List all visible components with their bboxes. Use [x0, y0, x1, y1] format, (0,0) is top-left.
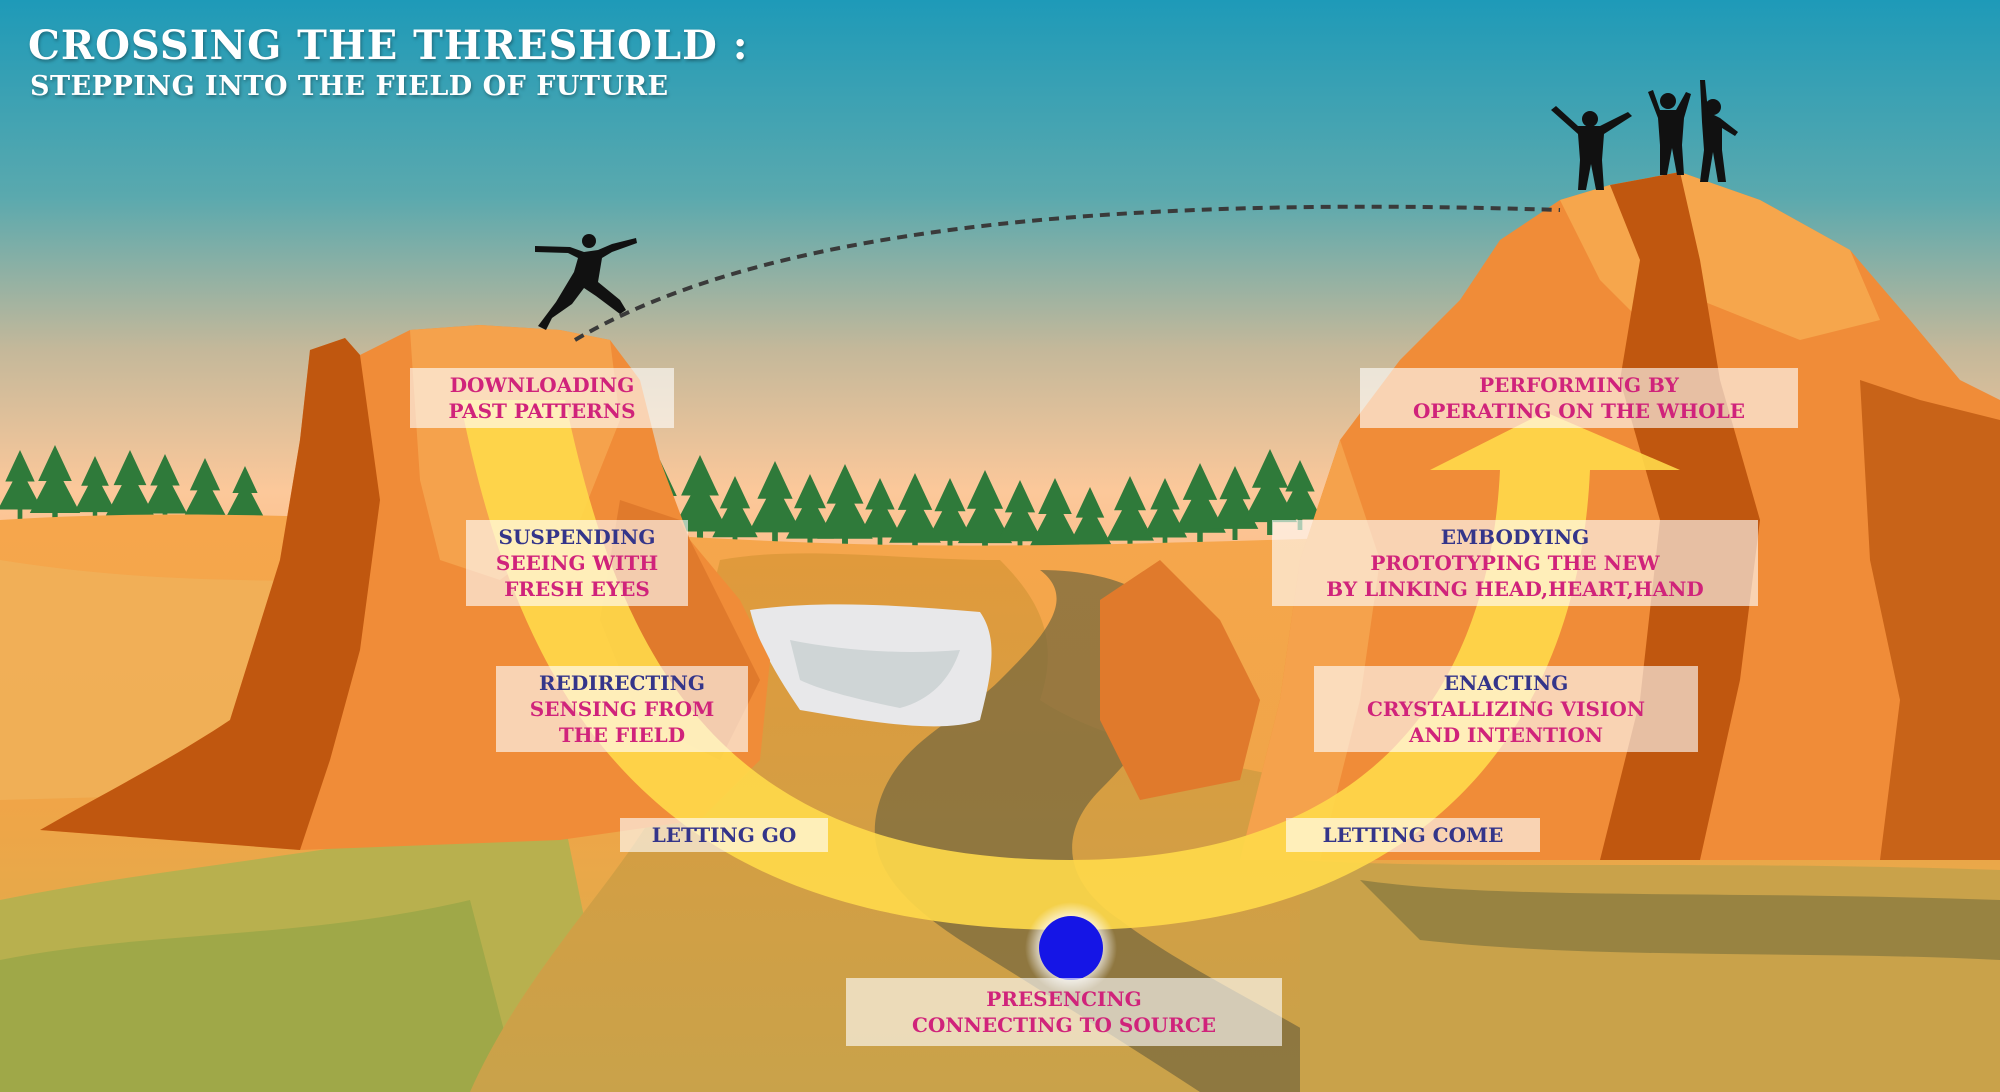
enacting-line2: AND INTENTION: [1408, 723, 1604, 747]
suspending-head: SUSPENDING: [498, 525, 656, 549]
downloading-line1: DOWNLOADING: [449, 373, 635, 397]
label-presencing: PRESENCING CONNECTING TO SOURCE: [846, 978, 1282, 1046]
jumper-silhouette: [535, 234, 637, 330]
pine-tree: [857, 478, 903, 548]
enacting-head: ENACTING: [1443, 671, 1569, 695]
label-letting-come: LETTING COME: [1286, 818, 1540, 852]
right-ledge: [1100, 560, 1260, 800]
pine-tree: [226, 466, 264, 526]
pine-tree: [182, 458, 228, 530]
embodying-head: EMBODYING: [1440, 525, 1590, 549]
pine-tree: [817, 464, 873, 552]
pine-tree: [1106, 476, 1154, 552]
label-downloading: DOWNLOADING PAST PATTERNS: [410, 368, 674, 428]
downloading-line2: PAST PATTERNS: [448, 399, 636, 423]
pine-tree: [997, 480, 1043, 552]
label-embodying: EMBODYING PROTOTYPING THE NEW BY LINKING…: [1272, 520, 1758, 606]
pine-tree: [748, 461, 802, 545]
subtitle: STEPPING INTO THE FIELD OF FUTURE: [30, 71, 669, 102]
pine-tree: [1068, 487, 1112, 555]
label-performing: PERFORMING BY OPERATING ON THE WHOLE: [1360, 368, 1798, 428]
pine-forest: [0, 445, 1323, 558]
grass-left-dark: [0, 900, 520, 1092]
label-redirecting: REDIRECTING SENSING FROM THE FIELD: [496, 666, 748, 752]
performing-line2: OPERATING ON THE WHOLE: [1412, 399, 1746, 423]
embodying-line1: PROTOTYPING THE NEW: [1370, 551, 1660, 575]
label-letting-go: LETTING GO: [620, 818, 828, 852]
pine-tree: [29, 445, 81, 525]
right-water: [1360, 880, 2000, 960]
right-mountain-shadow: [1600, 172, 1760, 860]
presencing-line1: PRESENCING: [986, 987, 1142, 1011]
suspending-line1: SEEING WITH: [495, 551, 659, 575]
embodying-line2: BY LINKING HEAD,HEART,HAND: [1326, 577, 1704, 601]
pine-tree: [1029, 478, 1081, 558]
pine-tree: [142, 454, 188, 524]
u-arrow: [460, 400, 1680, 930]
pine-tree: [712, 476, 758, 548]
lake-shadow: [790, 640, 960, 708]
suspending-line2: FRESH EYES: [504, 577, 650, 601]
title-block: CROSSING THE THRESHOLD : STEPPING INTO T…: [28, 22, 748, 104]
letting-come-text: LETTING COME: [1322, 823, 1504, 847]
pine-tree: [889, 473, 941, 555]
label-suspending: SUSPENDING SEEING WITH FRESH EYES: [466, 520, 688, 606]
label-enacting: ENACTING CRYSTALLIZING VISION AND INTENT…: [1314, 666, 1698, 752]
river: [874, 570, 1400, 1092]
celebrating-people: [1551, 80, 1738, 190]
pine-tree: [0, 450, 43, 520]
redirecting-line1: SENSING FROM: [529, 697, 715, 721]
enacting-line1: CRYSTALLIZING VISION: [1366, 697, 1646, 721]
title: CROSSING THE THRESHOLD :: [28, 22, 749, 69]
performing-line1: PERFORMING BY: [1479, 373, 1679, 397]
pine-tree: [926, 478, 974, 552]
pine-tree: [74, 456, 116, 522]
letting-go-text: LETTING GO: [651, 823, 797, 847]
left-cliff-shadow: [40, 338, 380, 850]
presencing-line2: CONNECTING TO SOURCE: [912, 1013, 1216, 1037]
right-mountain-side: [1860, 380, 2000, 860]
pine-tree: [957, 470, 1013, 556]
pine-tree: [1174, 463, 1226, 545]
redirecting-head: REDIRECTING: [539, 671, 705, 695]
pine-tree: [1277, 460, 1323, 530]
source-dot: [1039, 916, 1103, 980]
redirecting-line2: THE FIELD: [558, 723, 686, 747]
pine-tree: [105, 450, 155, 528]
